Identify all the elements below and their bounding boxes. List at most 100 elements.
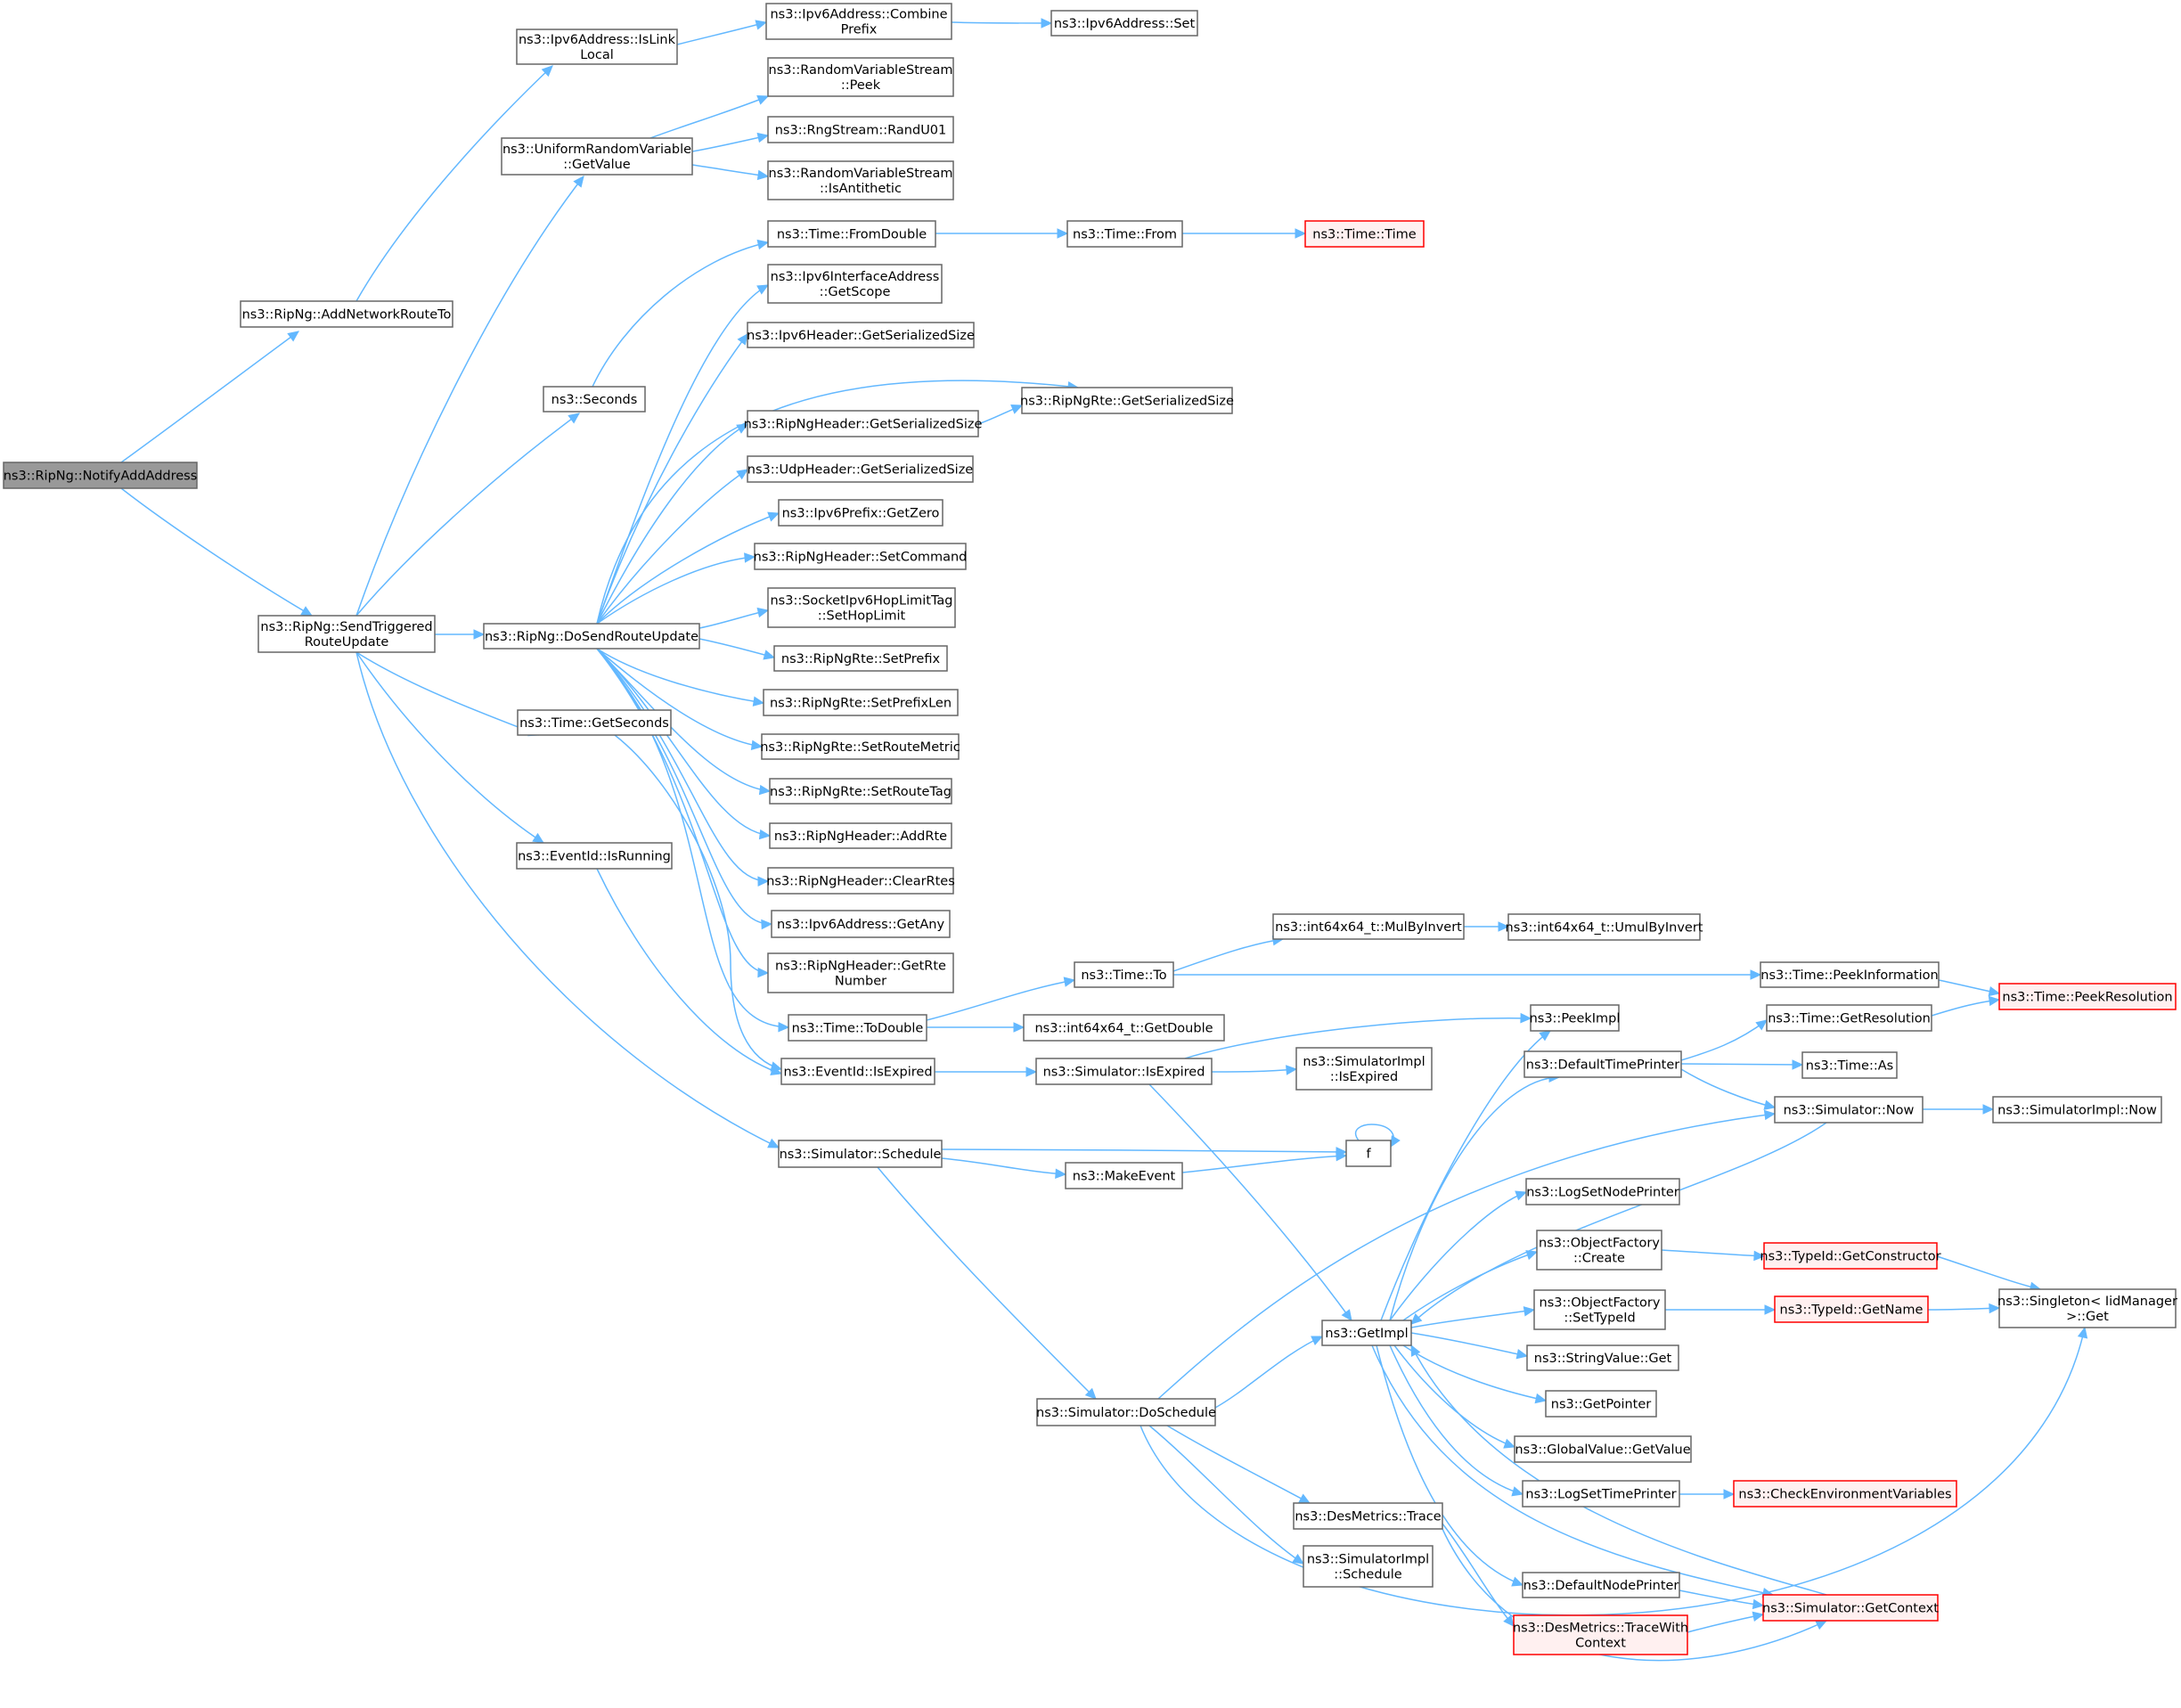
node-box <box>1525 1178 1680 1205</box>
node-label: ns3::RandomVariableStream <box>769 63 953 78</box>
node-getzero[interactable]: ns3::Ipv6Prefix::GetZero <box>778 499 943 527</box>
node-box <box>1304 220 1425 248</box>
call-edge <box>596 648 765 707</box>
node-timetime[interactable]: ns3::Time::Time <box>1304 220 1425 248</box>
node-checkenv[interactable]: ns3::CheckEnvironmentVariables <box>1733 1480 1957 1508</box>
call-edge <box>1402 1344 1548 1404</box>
node-peekres[interactable]: ns3::Time::PeekResolution <box>1998 983 2177 1010</box>
call-edge <box>355 651 545 844</box>
node-label: ns3::ObjectFactory <box>1539 1237 1660 1251</box>
arrowhead <box>1989 1303 2001 1314</box>
arrowhead <box>1410 1344 1421 1357</box>
node-logsnp[interactable]: ns3::LogSetNodePrinter <box>1525 1178 1680 1205</box>
node-label: ns3::RandomVariableStream <box>769 167 953 181</box>
node-deftp[interactable]: ns3::DefaultTimePrinter <box>1523 1050 1682 1078</box>
node-addnet[interactable]: ns3::RipNg::AddNetworkRouteTo <box>240 300 453 328</box>
node-hoplimit[interactable]: ns3::SocketIpv6HopLimitTag::SetHopLimit <box>767 587 956 628</box>
node-label: ns3::int64x64_t::MulByInvert <box>1275 920 1462 935</box>
node-makeevent[interactable]: ns3::MakeEvent <box>1065 1162 1183 1189</box>
node-ofcreate[interactable]: ns3::ObjectFactory::Create <box>1536 1230 1662 1271</box>
node-isexpired[interactable]: ns3::EventId::IsExpired <box>780 1058 935 1085</box>
node-box <box>1762 1594 1939 1622</box>
node-label: ns3::EventId::IsRunning <box>518 850 671 864</box>
node-urv[interactable]: ns3::UniformRandomVariable::GetValue <box>501 137 693 176</box>
node-label: ::Create <box>1573 1252 1625 1266</box>
node-v6hdr[interactable]: ns3::Ipv6Header::GetSerializedSize <box>747 322 975 348</box>
node-riphdrsize[interactable]: ns3::RipNgHeader::GetSerializedSize <box>744 410 983 437</box>
node-setmetric[interactable]: ns3::RipNgRte::SetRouteMetric <box>760 733 960 760</box>
node-label: ns3::Time::GetResolution <box>1768 1012 1931 1026</box>
node-addrte[interactable]: ns3::RipNgHeader::AddRte <box>769 822 952 849</box>
node-randu[interactable]: ns3::RngStream::RandU01 <box>767 116 954 143</box>
node-getsec[interactable]: ns3::Time::GetSeconds <box>517 709 672 736</box>
node-label: ::GetValue <box>563 158 631 172</box>
node-notify[interactable]: ns3::RipNg::NotifyAddAddress <box>3 462 198 489</box>
node-getany[interactable]: ns3::Ipv6Address::GetAny <box>771 910 951 938</box>
node-settag[interactable]: ns3::RipNgRte::SetRouteTag <box>769 778 952 805</box>
arrowhead <box>756 239 770 250</box>
node-label: ::Peek <box>841 78 881 93</box>
node-udpsize[interactable]: ns3::UdpHeader::GetSerializedSize <box>747 455 974 483</box>
node-timeas[interactable]: ns3::Time::As <box>1801 1051 1898 1079</box>
node-simimplexp[interactable]: ns3::SimulatorImpl::IsExpired <box>1295 1047 1433 1091</box>
node-fromdouble[interactable]: ns3::Time::FromDouble <box>767 220 936 248</box>
arrowhead <box>1341 1309 1352 1321</box>
node-getimpl[interactable]: ns3::GetImpl <box>1321 1320 1412 1346</box>
node-schedule[interactable]: ns3::Simulator::Schedule <box>778 1140 943 1168</box>
call-edge <box>941 1157 1067 1180</box>
node-box <box>769 822 952 849</box>
node-simexp[interactable]: ns3::Simulator::IsExpired <box>1035 1058 1213 1085</box>
node-mulbyinv[interactable]: ns3::int64x64_t::MulByInvert <box>1272 913 1465 940</box>
node-box <box>1774 1096 1924 1124</box>
node-logstp[interactable]: ns3::LogSetTimePrinter <box>1522 1480 1680 1508</box>
node-v6set[interactable]: ns3::Ipv6Address::Set <box>1050 10 1198 37</box>
node-getname[interactable]: ns3::TypeId::GetName <box>1774 1295 1929 1323</box>
node-box <box>1295 1047 1433 1091</box>
node-simimplsch[interactable]: ns3::SimulatorImpl::Schedule <box>1303 1545 1434 1588</box>
node-todouble[interactable]: ns3::Time::ToDouble <box>788 1014 927 1042</box>
node-anti[interactable]: ns3::RandomVariableStream::IsAntithetic <box>767 160 954 200</box>
node-ofsettype[interactable]: ns3::ObjectFactory::SetTypeId <box>1533 1289 1666 1330</box>
node-trace[interactable]: ns3::DesMetrics::Trace <box>1293 1502 1443 1530</box>
node-seconds[interactable]: ns3::Seconds <box>543 386 646 413</box>
call-edge <box>1389 1190 1528 1321</box>
node-peek[interactable]: ns3::RandomVariableStream::Peek <box>767 57 954 97</box>
node-simnow[interactable]: ns3::Simulator::Now <box>1774 1096 1924 1124</box>
node-strget[interactable]: ns3::StringValue::Get <box>1526 1344 1679 1371</box>
node-setprefix[interactable]: ns3::RipNgRte::SetPrefix <box>773 645 948 672</box>
node-box <box>747 410 979 437</box>
node-isrunning[interactable]: ns3::EventId::IsRunning <box>516 842 673 870</box>
node-setcmd[interactable]: ns3::RipNgHeader::SetCommand <box>754 543 968 570</box>
node-rtesize[interactable]: ns3::RipNgRte::GetSerializedSize <box>1020 387 1234 414</box>
node-timefrom[interactable]: ns3::Time::From <box>1066 220 1183 248</box>
node-getptr[interactable]: ns3::GetPointer <box>1545 1390 1657 1418</box>
node-getctor[interactable]: ns3::TypeId::GetConstructor <box>1760 1242 1941 1270</box>
node-defnp[interactable]: ns3::DefaultNodePrinter <box>1522 1572 1680 1598</box>
call-edge <box>596 868 783 1075</box>
node-peekinfo[interactable]: ns3::Time::PeekInformation <box>1760 961 1940 988</box>
node-dosend[interactable]: ns3::RipNg::DoSendRouteUpdate <box>483 623 700 650</box>
node-getctx[interactable]: ns3::Simulator::GetContext <box>1762 1594 1939 1622</box>
node-doschedule[interactable]: ns3::Simulator::DoSchedule <box>1036 1398 1216 1426</box>
node-singleton[interactable]: ns3::Singleton< IidManager>::Get <box>1997 1288 2177 1328</box>
node-gvget[interactable]: ns3::GlobalValue::GetValue <box>1514 1435 1692 1463</box>
node-peekimpl[interactable]: ns3::PeekImpl <box>1530 1004 1621 1032</box>
node-label: ::SetHopLimit <box>818 609 906 624</box>
node-umulbyinv[interactable]: ns3::int64x64_t::UmulByInvert <box>1506 913 1703 941</box>
node-getscope[interactable]: ns3::Ipv6InterfaceAddress::GetScope <box>767 264 943 304</box>
node-clearrtes[interactable]: ns3::RipNgHeader::ClearRtes <box>766 867 955 895</box>
node-f[interactable]: f <box>1345 1140 1392 1167</box>
node-timeto[interactable]: ns3::Time::To <box>1074 961 1174 988</box>
node-getresol[interactable]: ns3::Time::GetResolution <box>1766 1004 1932 1032</box>
node-label: ns3::int64x64_t::GetDouble <box>1034 1022 1213 1036</box>
node-box <box>747 322 975 348</box>
node-setprefixlen[interactable]: ns3::RipNgRte::SetPrefixLen <box>763 689 959 716</box>
call-edge <box>1936 1255 2042 1293</box>
node-getdouble[interactable]: ns3::int64x64_t::GetDouble <box>1023 1014 1225 1042</box>
node-simimplnow[interactable]: ns3::SimulatorImpl::Now <box>1992 1096 2162 1124</box>
